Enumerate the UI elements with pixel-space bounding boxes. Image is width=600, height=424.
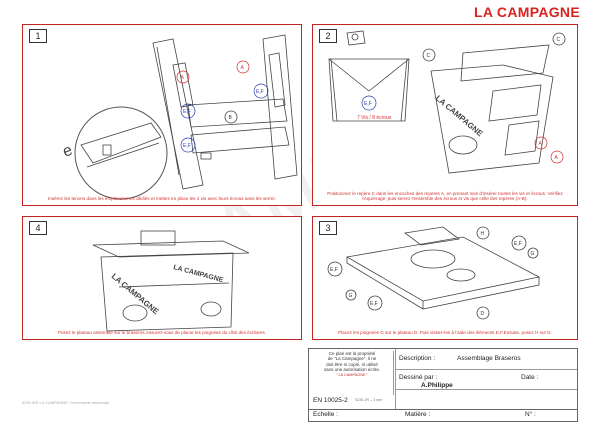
label-a-1: A <box>539 141 543 147</box>
step-caption: Placez les poignées G sur le plateau D. … <box>338 330 552 336</box>
step-2-drawing: E,F 7 Vis / 8 écrous LA CAMPAGNE C C A A <box>328 30 566 174</box>
title-block-footer: Echelle : Matière : N° : <box>308 410 578 422</box>
label-c: C <box>427 53 431 59</box>
engraving-text: LA CAMPAGNE <box>110 272 161 317</box>
step-number: 3 <box>319 221 337 235</box>
label-a-2: A <box>241 65 245 71</box>
label-ef: E,F <box>364 101 372 107</box>
label-a-2: A <box>555 155 559 161</box>
label-ef-1: E,F <box>183 109 191 115</box>
brand-logo: LA CAMPAGNE <box>474 4 580 20</box>
divider <box>395 369 577 370</box>
note-line-2: de "La Campagne", il ne <box>327 356 377 362</box>
label-h: H <box>481 231 485 237</box>
label-ef-1: E,F <box>514 241 522 247</box>
engraving-text-mirrored: LA CAMPAGNE <box>172 264 224 284</box>
step-caption: Insérez les tenons dans les emplacements… <box>47 196 276 202</box>
label-ef-2: E,F <box>183 143 191 149</box>
label-d: D <box>481 311 485 317</box>
step-number: 1 <box>29 29 47 43</box>
step-3-drawing: H E,F G E,F G E,F D <box>327 226 541 320</box>
label-a-1: A <box>181 75 185 81</box>
note-line-3: doit être ni copié, ni utilisé <box>326 361 378 367</box>
svg-text:e: e <box>61 142 75 161</box>
scale-label: Echelle : <box>313 411 338 418</box>
date-label: Date : <box>521 374 539 381</box>
label-ef-2: E,F <box>330 267 338 273</box>
label-g-2: G <box>349 293 353 299</box>
label-b: B <box>229 115 233 121</box>
step-4-panel: LA CAMPAGNE LA CAMPAGNE 4 Posez le plate… <box>22 216 302 340</box>
divider <box>395 349 396 409</box>
ownership-note: Ce plan est la propriété de "La Campagne… <box>311 351 394 395</box>
title-block: Ce plan est la propriété de "La Campagne… <box>308 348 578 410</box>
label-c-2: C <box>557 37 561 43</box>
footer-text: ATELIER LA CAMPAGNE, Ferronnerie artisan… <box>22 400 110 405</box>
step-1-panel: e A A E,F E,F E,F B 1 Insérez les tenons… <box>22 24 302 206</box>
description-label: Description : <box>399 355 436 362</box>
description-value: Assemblage Braseros <box>457 355 521 362</box>
drawn-by-label: Dessiné par : <box>399 374 438 381</box>
step-3-panel: H E,F G E,F G E,F D 3 Placez les poignée… <box>312 216 578 340</box>
standard-detail: S235 JR -- 3 mm <box>355 398 383 402</box>
step-caption: Positionnez le repère C dans les encoche… <box>327 190 563 202</box>
screws-note: 7 Vis / 8 écrous <box>357 115 392 121</box>
step-2-panel: E,F 7 Vis / 8 écrous LA CAMPAGNE C C A A… <box>312 24 578 206</box>
note-brand: " LA CAMPAGNE " <box>336 372 368 377</box>
step-4-drawing: LA CAMPAGNE LA CAMPAGNE <box>92 230 250 332</box>
divider <box>395 389 577 390</box>
step-1-drawing: e A A E,F E,F E,F B <box>61 34 298 200</box>
number-label: N° : <box>525 411 536 418</box>
standard-value: EN 10025-2 <box>313 397 348 404</box>
step-number: 2 <box>319 29 337 43</box>
step-caption: Posez le plateau assemblé sur le brasero… <box>57 330 267 336</box>
drawn-by-value: A.Philippe <box>421 382 453 389</box>
step-number: 4 <box>29 221 47 235</box>
label-g-1: G <box>531 251 535 257</box>
label-ef-3: E,F <box>256 89 264 95</box>
note-line-4: sans une autorisation écrite. <box>323 367 381 373</box>
label-ef-3: E,F <box>370 301 378 307</box>
material-label: Matière : <box>405 411 431 418</box>
note-line-1: Ce plan est la propriété <box>328 351 376 356</box>
